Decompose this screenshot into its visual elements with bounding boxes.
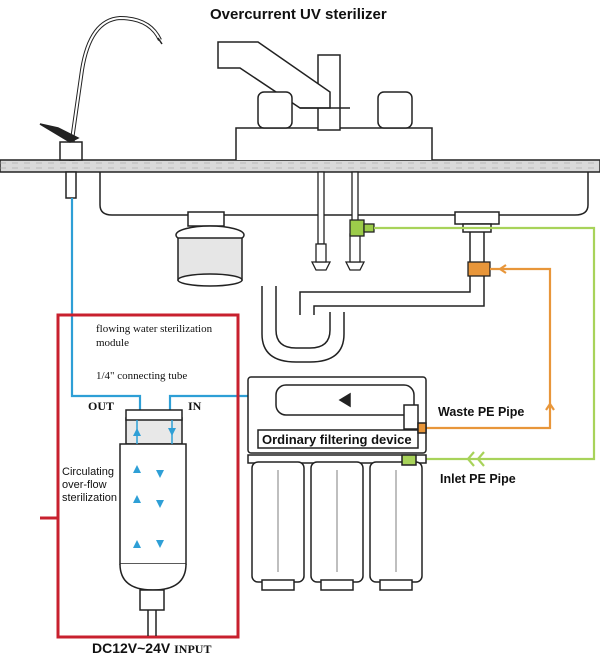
purified-faucet (39, 15, 163, 199)
inlet-pipe-label: Inlet PE Pipe (440, 472, 516, 486)
power-voltage: DC12V~24V (92, 640, 171, 656)
in-label: IN (188, 399, 202, 413)
orange-waste-line (424, 264, 555, 430)
circulating-label: Circulating over-flow sterilization (62, 466, 118, 504)
filter-label: Ordinary filtering device (262, 432, 412, 447)
power-label: DC12V~24V INPUT (92, 640, 211, 657)
module-frame (40, 313, 240, 639)
out-label: OUT (88, 399, 115, 413)
uv-sterilizer (119, 409, 187, 611)
diagram-title: Overcurrent UV sterilizer (210, 6, 387, 23)
power-input-label: INPUT (174, 642, 212, 656)
module-label: flowing water sterilization module (96, 323, 213, 349)
power-leads (147, 610, 157, 636)
main-faucet (217, 41, 413, 131)
flow-arrows (133, 428, 176, 548)
drain-pipes (261, 211, 500, 363)
tube-label: 1/4" connecting tube (96, 370, 188, 382)
countertop (0, 159, 600, 173)
green-inlet-line (374, 226, 596, 467)
disposal-unit (175, 211, 245, 287)
filtering-device (247, 376, 427, 591)
waste-pipe-label: Waste PE Pipe (438, 405, 525, 419)
